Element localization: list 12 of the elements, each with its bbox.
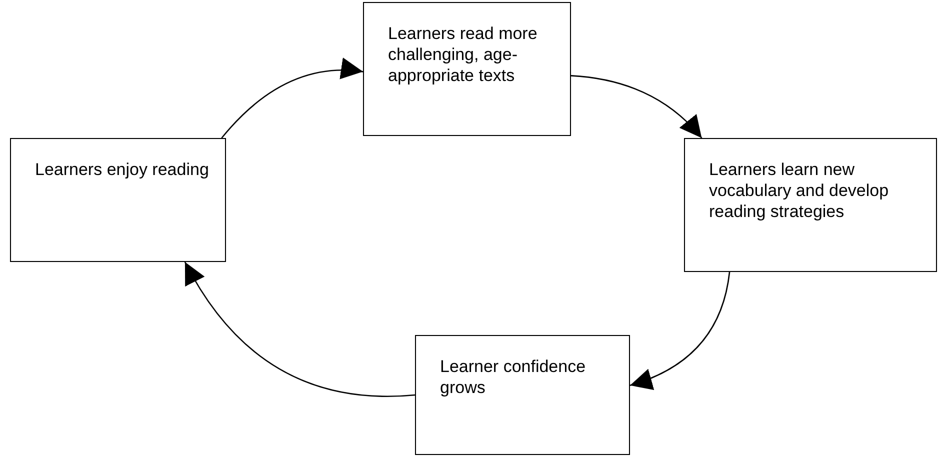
- box-text: Learners enjoy reading: [35, 159, 210, 180]
- box-text: Learners learn new vocabulary and develop reading strategies: [709, 159, 890, 222]
- process-box: [10, 138, 226, 262]
- box-text: Learner confidence grows: [440, 356, 587, 398]
- process-box: [684, 138, 937, 272]
- curved-arrow: [570, 75, 702, 138]
- process-box: [415, 335, 630, 455]
- box-text: Learners read more challenging, age-appropriate texts: [388, 23, 538, 86]
- curved-arrow: [221, 58, 364, 138]
- curved-arrow: [184, 262, 416, 397]
- curved-arrow: [630, 272, 730, 390]
- process-box: [363, 2, 571, 136]
